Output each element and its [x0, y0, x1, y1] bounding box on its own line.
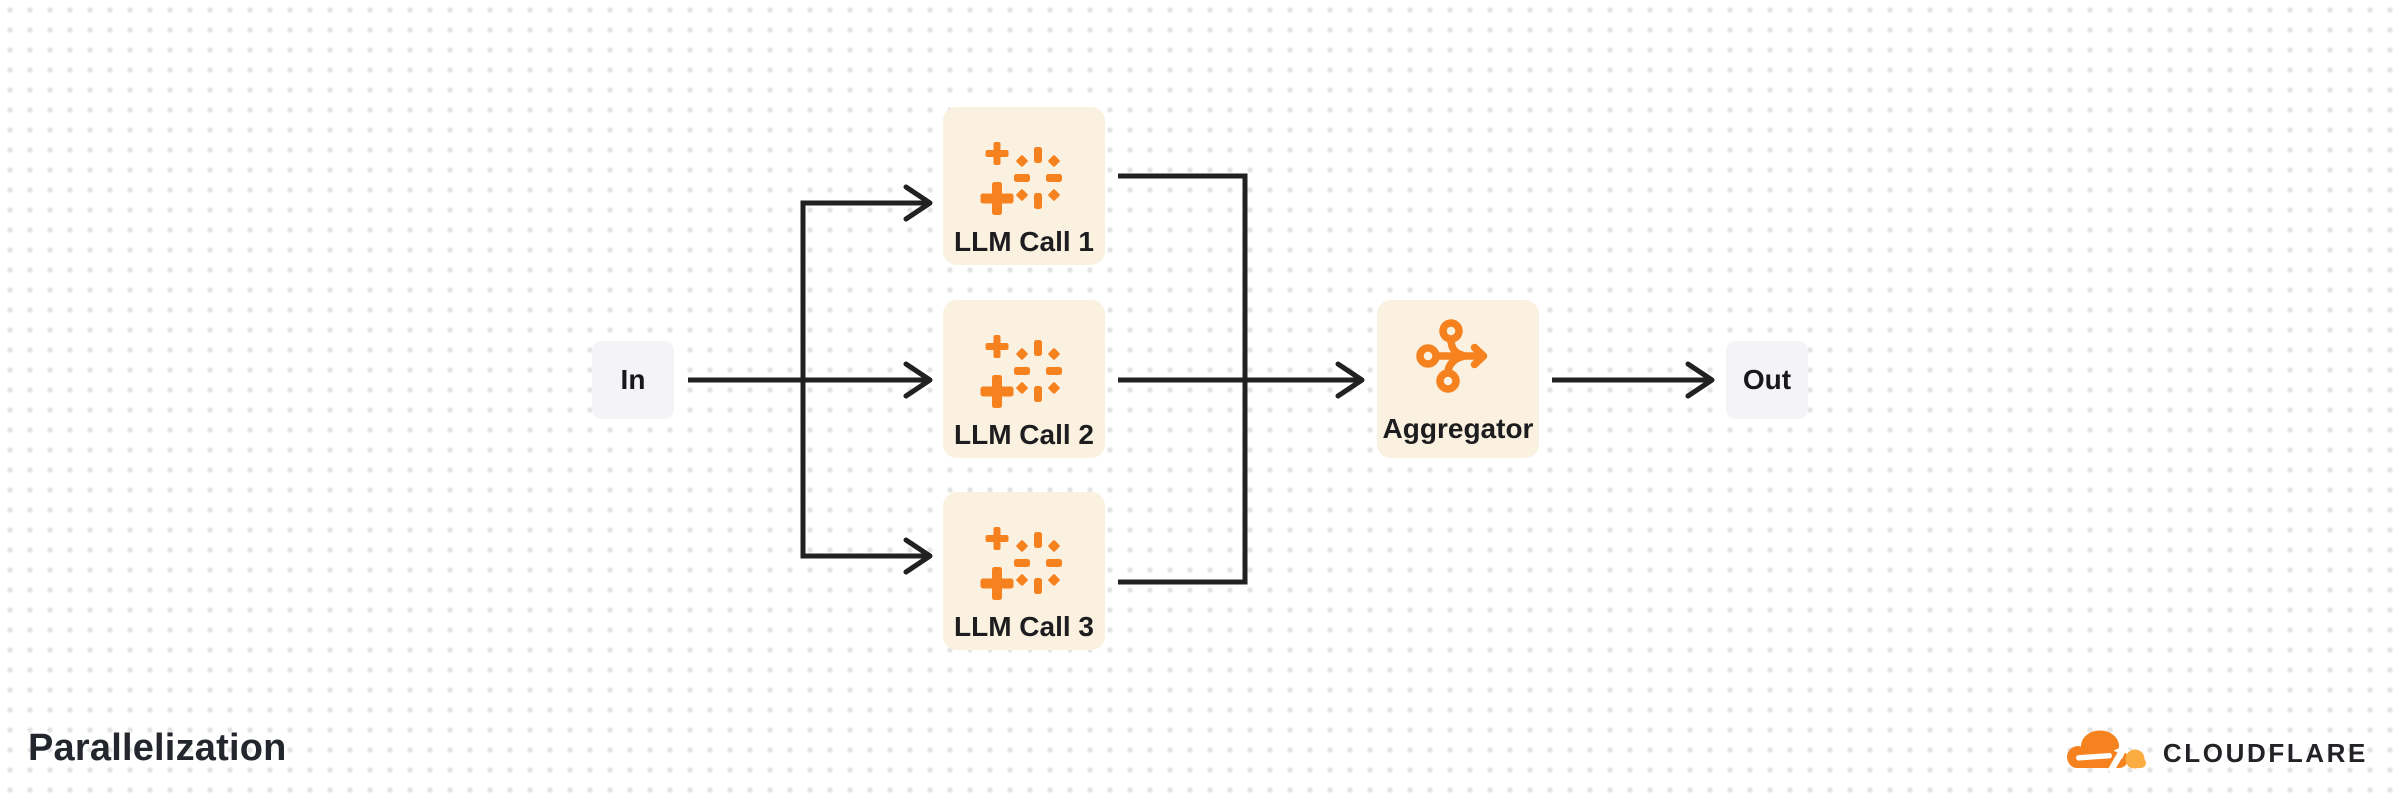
node-label: Out [1742, 364, 1792, 395]
merge-arrow-icon [1413, 318, 1503, 413]
node-llm-call-1: LLM Call 1 [943, 107, 1105, 265]
cloudflare-cloud-icon [2064, 723, 2154, 778]
node-aggregator: Aggregator [1377, 300, 1539, 458]
node-label: LLM Call 3 [953, 611, 1094, 642]
node-label: LLM Call 2 [953, 419, 1094, 450]
sparkles-icon [974, 520, 1074, 613]
cloudflare-logo: CLOUDFLARE [2064, 723, 2368, 778]
node-label: LLM Call 1 [953, 226, 1094, 257]
node-out: Out [1726, 341, 1808, 419]
cloudflare-wordmark: CLOUDFLARE [2162, 737, 2368, 768]
node-llm-call-2: LLM Call 2 [943, 300, 1105, 458]
node-label: Aggregator [1382, 413, 1534, 444]
edge-in-llm3 [800, 380, 933, 575]
node-llm-call-3: LLM Call 3 [943, 492, 1105, 650]
sparkles-icon [974, 328, 1074, 421]
diagram-title: Parallelization [28, 727, 287, 769]
node-label: In [620, 364, 646, 395]
node-in: In [592, 341, 674, 419]
edge-in-llm1 [800, 184, 933, 380]
sparkles-icon [974, 135, 1074, 228]
